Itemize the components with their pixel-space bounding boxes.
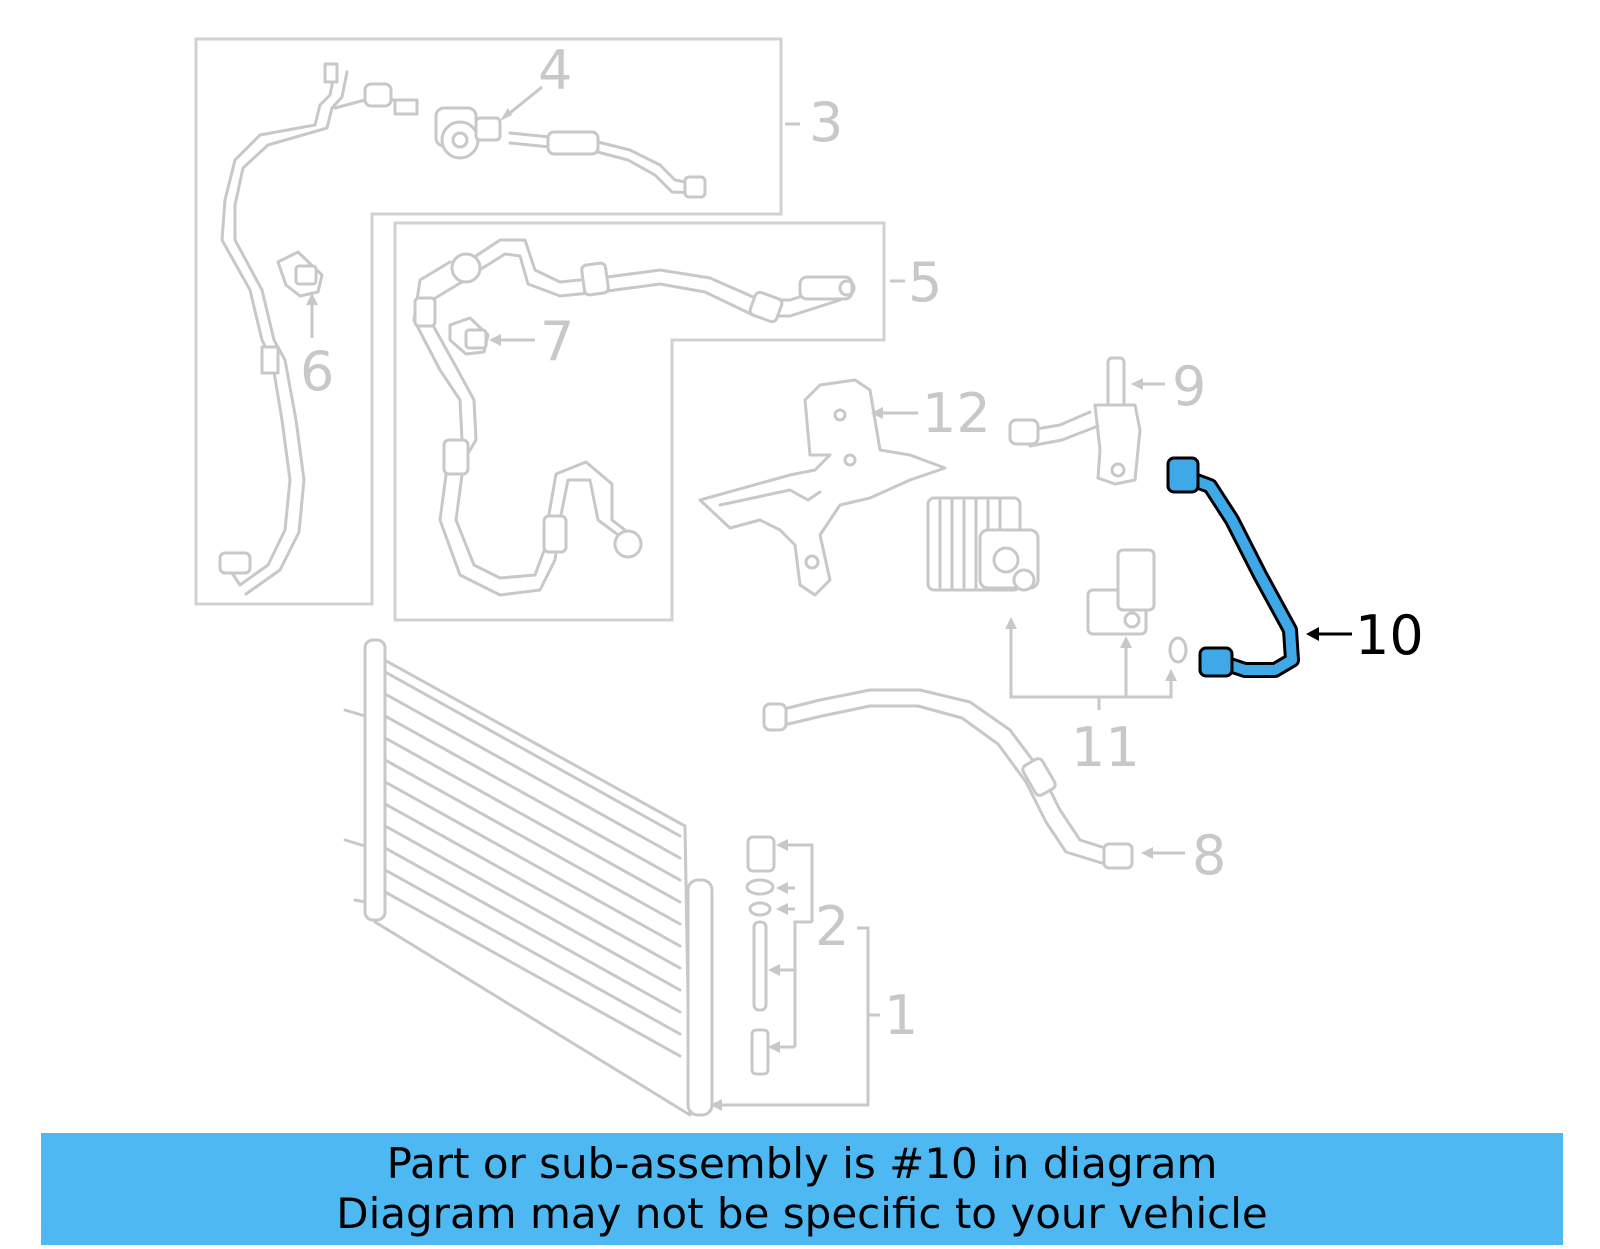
condenser-1 [343, 638, 714, 1117]
info-banner: Part or sub-assembly is #10 in diagram D… [41, 1133, 1563, 1245]
group-3-box [194, 37, 783, 606]
callout-8: 8 [1192, 824, 1226, 887]
banner-line-2: Diagram may not be specific to your vehi… [336, 1189, 1268, 1238]
highlighted-hose-10 [1166, 456, 1300, 678]
fitting-9 [1008, 356, 1142, 486]
callout-12: 12 [922, 382, 991, 445]
callout-9: 9 [1172, 355, 1206, 418]
callout-7: 7 [540, 310, 574, 373]
callout-2: 2 [815, 895, 849, 958]
callout-11: 11 [1071, 716, 1140, 779]
callout-3: 3 [809, 91, 843, 154]
hose-assembly-3 [218, 62, 707, 596]
switch-7 [448, 316, 490, 356]
valve-6 [276, 250, 324, 298]
callout-6: 6 [300, 340, 334, 403]
pressure-switch-4 [434, 106, 502, 160]
hose-8 [762, 688, 1134, 870]
callout-1: 1 [884, 984, 918, 1047]
expansion-valve-11 [1086, 548, 1188, 664]
chiller-11 [926, 496, 1040, 592]
hose-10-body [1178, 471, 1297, 675]
group-5-box [393, 221, 886, 622]
banner-line-1: Part or sub-assembly is #10 in diagram [386, 1139, 1218, 1188]
callout-10: 10 [1355, 604, 1424, 667]
callout-4: 4 [538, 39, 572, 102]
leader-lines [306, 85, 1352, 1111]
callout-5: 5 [908, 251, 942, 314]
drier-parts-2 [745, 835, 776, 1076]
bracket-12 [698, 378, 947, 597]
hose-assembly-5 [412, 238, 856, 597]
parts-diagram: 1 2 3 4 5 6 7 8 9 10 11 12 [194, 37, 1424, 1117]
